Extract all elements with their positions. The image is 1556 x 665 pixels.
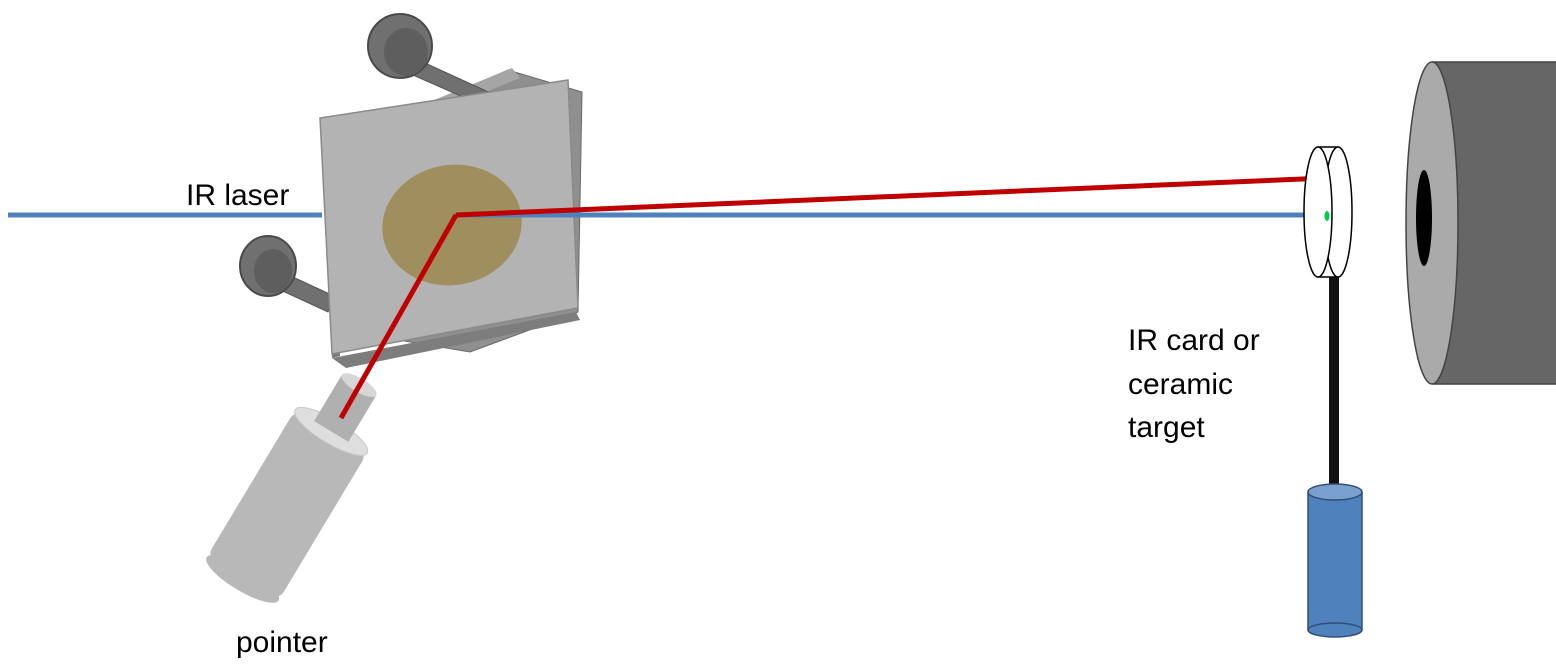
detector-aperture xyxy=(1405,61,1556,385)
post-holder xyxy=(1307,483,1363,638)
label-target-line3: target xyxy=(1128,411,1205,444)
target-post xyxy=(1329,272,1339,496)
detector-hole xyxy=(1416,170,1432,266)
pointer-beam-out xyxy=(455,175,1327,218)
label-pointer: pointer xyxy=(236,626,328,659)
label-target-line1: IR card or xyxy=(1128,324,1260,357)
label-target-line2: ceramic xyxy=(1128,368,1233,401)
pointer-beam-in xyxy=(338,213,459,420)
ir-card-target xyxy=(1303,146,1363,638)
laser-pointer xyxy=(206,373,377,603)
lower-adjuster-knob xyxy=(239,235,335,313)
label-ir-laser: IR laser xyxy=(186,179,289,212)
mirror-mount xyxy=(239,13,583,368)
green-spot xyxy=(1324,211,1330,221)
